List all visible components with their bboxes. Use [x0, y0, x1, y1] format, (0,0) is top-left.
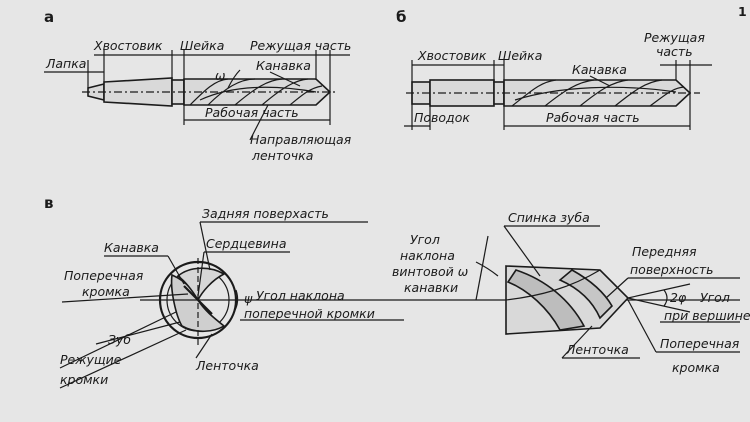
fig-a-omega-arc [227, 69, 241, 89]
section-v-letter: в [44, 194, 54, 212]
fig-b-rezh-1: Режущая [644, 30, 705, 45]
fig-a-flute-1 [189, 78, 229, 106]
fig-a-rezhushchaya: Режущая часть [250, 38, 351, 53]
fig-v-perednyaya-1: Передняя [632, 244, 697, 259]
fig-v-ugol-r-2: наклона [400, 248, 455, 263]
fig-v-leader-poper [627, 299, 657, 353]
fig-v-leader-lentochka [561, 325, 593, 359]
fig-v-ugol-r-1: Угол [410, 232, 440, 247]
fig-v-psi: ψ [244, 291, 253, 306]
fig-v-leader-lentochka [195, 333, 213, 359]
fig-b-povodok: Поводок [414, 110, 470, 125]
fig-a-napravl-2: ленточка [251, 148, 313, 163]
fig-v-leader-spinka [503, 225, 541, 277]
fig-v-leader-kanavka [167, 255, 185, 285]
fig-v-tip-view [475, 225, 740, 359]
fig-b-kanavka: Канавка [572, 62, 627, 77]
fig-v-ugol-v-2: при вершине [664, 308, 750, 323]
section-b-letter: б [396, 8, 406, 26]
fig-v-leader-zub [95, 321, 181, 345]
fig-v-poper-r-2: кромка [672, 360, 720, 375]
fig-v-tip-2phi-arc [663, 289, 668, 307]
fig-v-two-phi: 2φ [670, 290, 687, 305]
fig-v-tip-helix [505, 269, 601, 301]
fig-v-rezh-2: кромки [60, 372, 108, 387]
fig-v-perednyaya-2: поверхность [630, 262, 714, 277]
fig-v-tip-angle-2 [627, 297, 691, 313]
fig-a-napravl-1: Направляющая [250, 132, 352, 147]
fig-v-poper-2: кромка [82, 284, 130, 299]
fig-b-helix [514, 86, 677, 101]
fig-v-spinka: Спинка зуба [508, 210, 590, 225]
fig-a-khvostovik: Хвостовик [93, 38, 163, 53]
fig-a-flute-4 [261, 78, 309, 106]
fig-v-serdtsevina: Сердцевина [206, 236, 287, 251]
fig-a-lapka: Лапка [45, 56, 86, 71]
fig-v-poper-1: Поперечная [64, 268, 144, 283]
fig-v-lentochka-r: Ленточка [565, 342, 629, 357]
fig-b-flute-2 [544, 79, 595, 107]
fig-a-kanavka: Канавка [256, 58, 311, 73]
page-number: 1 [738, 4, 747, 19]
fig-a-rabochaya: Рабочая часть [205, 105, 299, 120]
fig-v-tip-angle-1 [627, 283, 691, 299]
fig-v-psi-arc [233, 289, 239, 313]
fig-a-omega: ω [215, 68, 225, 83]
fig-v-end-view [59, 221, 740, 389]
fig-v-ugol-1: Угол наклона [256, 288, 345, 303]
fig-a-helix [199, 86, 317, 101]
fig-v-helix-angle-line [475, 235, 489, 301]
fig-b-drill [404, 60, 712, 130]
fig-b-rabochaya: Рабочая часть [546, 110, 640, 125]
fig-b-rezh-2: часть [656, 44, 693, 59]
fig-a-leader-kanavka [269, 71, 301, 87]
fig-a-drill [44, 50, 350, 141]
fig-b-sheika: Шейка [498, 48, 542, 63]
fig-v-tip-flute-2 [558, 269, 613, 320]
fig-v-leader-serdtsevina [197, 251, 205, 297]
fig-v-tip-flute-1 [506, 269, 586, 331]
fig-b-leader-kanavka [589, 75, 611, 87]
fig-v-omega-arc [475, 261, 499, 277]
fig-v-zub: Зуб [108, 332, 131, 347]
fig-v-lentochka: Ленточка [195, 358, 259, 373]
fig-v-leader-zadnyaya [199, 221, 211, 271]
fig-v-poper-r-1: Поперечная [660, 336, 740, 351]
section-a-letter: а [44, 8, 54, 26]
fig-a-flute-2 [207, 78, 256, 106]
fig-v-leader-perednyaya [605, 277, 629, 299]
fig-v-ugol-r-3: винтовой ω [392, 264, 468, 279]
fig-v-ugol-r-4: канавки [404, 280, 458, 295]
fig-a-flute-3 [234, 78, 283, 106]
fig-v-leader-rezh-1 [59, 311, 177, 369]
fig-v-kanavka: Канавка [104, 240, 159, 255]
fig-v-leader-poper [61, 293, 189, 303]
fig-a-sheika: Шейка [180, 38, 224, 53]
fig-b-flute-1 [511, 79, 557, 107]
fig-b-khvostovik: Хвостовик [417, 48, 487, 63]
fig-v-ugol-v-1: Угол [700, 290, 730, 305]
fig-v-zadnyaya: Задняя поверхасть [202, 206, 329, 221]
fig-v-ugol-2: поперечной кромки [244, 306, 375, 321]
fig-v-end-tooth-2 [176, 267, 226, 302]
fig-v-rezh-1: Режущие [60, 352, 122, 367]
fig-v-leader-rezh-2 [59, 329, 187, 389]
fig-a-leader-lentochka [249, 104, 269, 141]
